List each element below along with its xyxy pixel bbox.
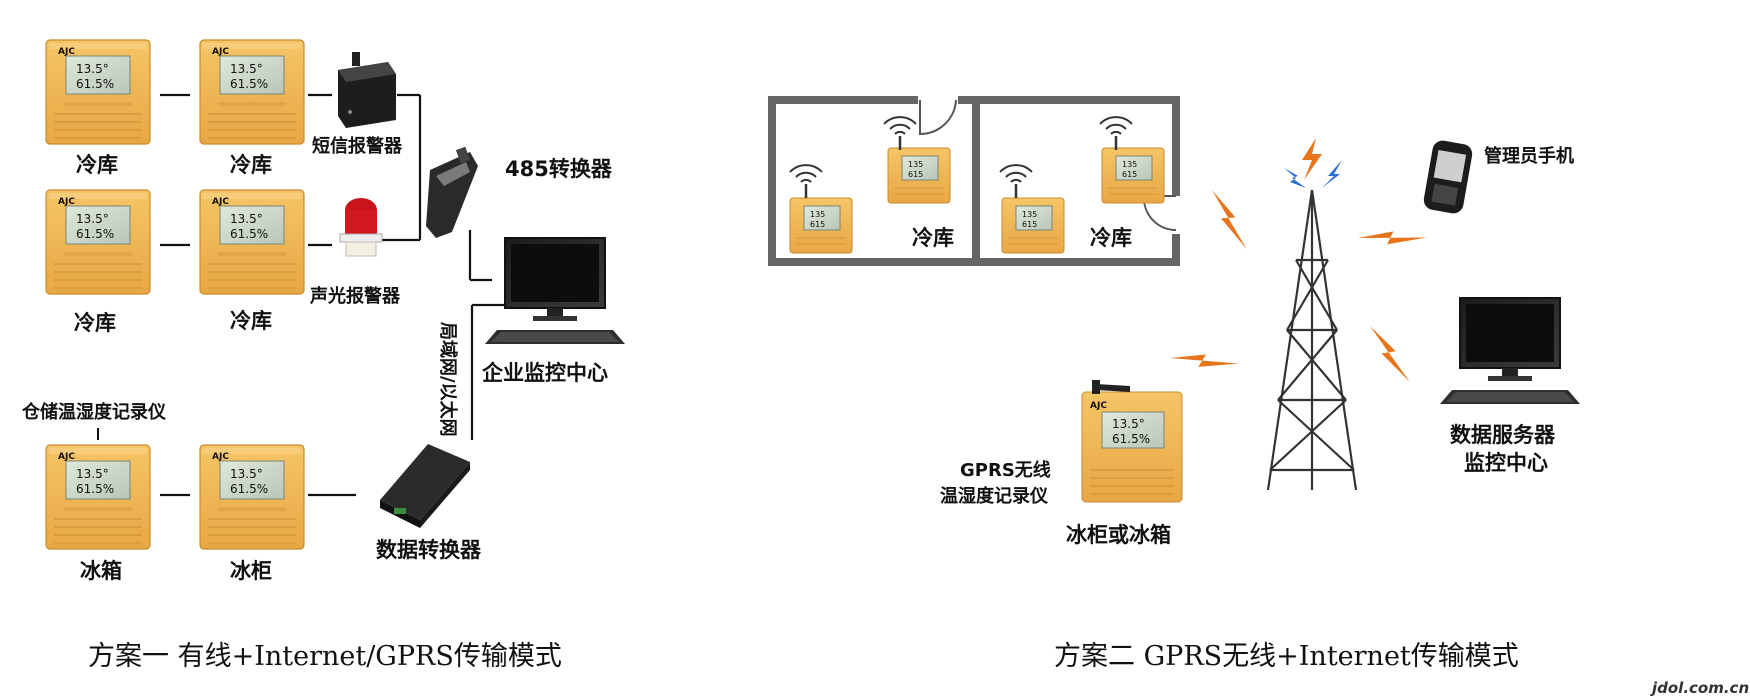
scheme2-caption: 方案二 GPRS无线+Internet传输模式 [1054, 641, 1519, 672]
wifi-signal-icon [998, 163, 1034, 200]
logger-device [887, 147, 951, 204]
label-sound-light-alarm: 声光报警器 [309, 285, 401, 307]
svg-text:13.5°: 13.5° [1112, 417, 1145, 431]
logger-device [789, 197, 853, 254]
signal-tower-icon [1266, 189, 1358, 491]
label-data-converter: 数据转换器 [376, 538, 482, 562]
lightning-icon [1170, 332, 1239, 389]
label-cold-storage: 冷库 [74, 311, 116, 335]
label-fridge-or-freezer: 冰柜或冰箱 [1066, 523, 1171, 547]
label-gprs-logger: GPRS无线 [960, 459, 1051, 481]
logger-device [45, 39, 151, 145]
logger-device [45, 189, 151, 295]
scheme1-diagram: 冷库 冷库 冷库 冷库 冰箱 冰柜 短信报警器 声光报警器 485转换器 企业监… [21, 39, 626, 672]
label-admin-phone: 管理员手机 [1484, 145, 1574, 167]
wifi-signal-icon [1098, 115, 1134, 152]
sound-light-alarm-device [339, 198, 383, 257]
wiring [160, 93, 508, 497]
lightning-icon [1355, 326, 1425, 383]
label-converter-485: 485转换器 [505, 157, 613, 181]
data-converter-device [380, 444, 470, 528]
label-data-server: 数据服务器 [1450, 423, 1556, 447]
label-warehouse-logger: 仓储温湿度记录仪 [21, 401, 167, 423]
sms-alarm-device [338, 52, 396, 128]
label-cold-storage: 冷库 [1090, 226, 1132, 250]
mobile-phone-icon [1423, 140, 1473, 214]
label-monitor-center: 企业监控中心 [481, 361, 608, 385]
scheme1-caption: 方案一 有线+Internet/GPRS传输模式 [88, 641, 562, 672]
label-monitor-center: 监控中心 [1464, 451, 1548, 475]
gprs-logger-device: AJC 13.5° 61.5% [1081, 391, 1183, 503]
logger-device [199, 444, 305, 550]
svg-text:61.5%: 61.5% [1112, 432, 1150, 446]
label-cold-storage: 冷库 [76, 153, 118, 177]
antenna-icon [1092, 380, 1130, 394]
label-lan: 局域网/以太网 [437, 322, 459, 437]
converter-485-device [426, 146, 478, 238]
label-sms-alarm: 短信报警器 [312, 135, 403, 157]
lightning-icon [1358, 208, 1427, 268]
label-fridge: 冰箱 [80, 559, 122, 583]
wifi-signal-icon [788, 163, 824, 200]
scheme2-diagram: 冷库 冷库 [768, 96, 1581, 672]
tower-signal-icon [1284, 138, 1342, 188]
label-cold-storage: 冷库 [230, 309, 272, 333]
wifi-signal-icon [882, 115, 918, 152]
lightning-icon [1195, 190, 1264, 250]
monitor-computer [484, 237, 626, 345]
label-freezer: 冰柜 [230, 559, 272, 583]
logger-device [199, 189, 305, 295]
label-gprs-logger: 温湿度记录仪 [940, 485, 1049, 507]
label-cold-storage: 冷库 [230, 153, 272, 177]
watermark: jdol.com.cn [1650, 679, 1749, 697]
logger-device [1001, 197, 1065, 254]
label-cold-storage: 冷库 [912, 226, 954, 250]
svg-text:AJC: AJC [1090, 401, 1107, 411]
logger-device [45, 444, 151, 550]
cold-storage-building [768, 96, 1180, 266]
logger-device [199, 39, 305, 145]
logger-device [1101, 147, 1165, 204]
monitor-computer [1439, 297, 1581, 405]
